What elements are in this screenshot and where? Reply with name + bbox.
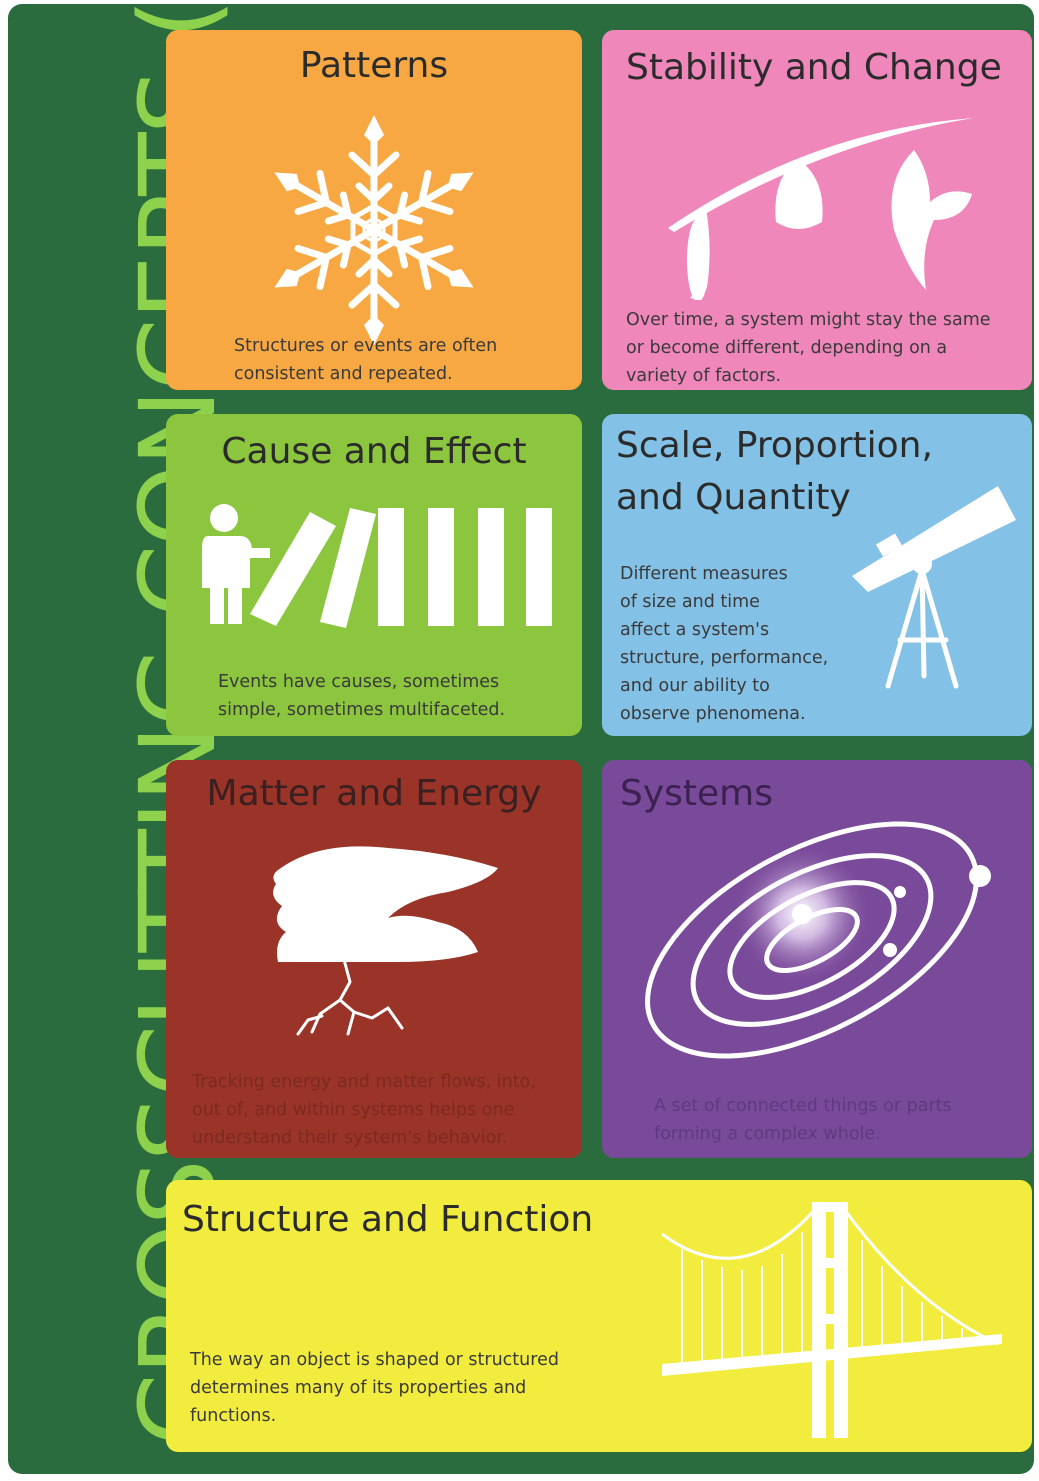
card-title: Structure and Function bbox=[182, 1199, 594, 1240]
snowflake-icon bbox=[274, 115, 474, 345]
description-line: determines many of its properties and bbox=[190, 1378, 527, 1398]
card-description: Events have causes, sometimes simple, so… bbox=[218, 668, 505, 724]
description-line: or become different, depending on a bbox=[626, 338, 948, 358]
description-line: A set of connected things or parts bbox=[654, 1096, 952, 1116]
card-title: Systems bbox=[620, 773, 773, 814]
description-line: and our ability to bbox=[620, 676, 770, 696]
card-matter-and-energy: Matter and Energy Tracking energy and ma… bbox=[166, 760, 582, 1158]
card-scale-proportion-quantity: Scale, Proportion, and Quantity Differen… bbox=[602, 414, 1032, 736]
description-line: affect a system's bbox=[620, 620, 770, 640]
card-title: Stability and Change bbox=[626, 47, 1002, 88]
card-description: Tracking energy and matter flows, into, … bbox=[192, 1068, 536, 1152]
card-title: and Quantity bbox=[616, 477, 851, 518]
card-description: A set of connected things or parts formi… bbox=[654, 1092, 952, 1148]
description-line: Different measures bbox=[620, 564, 788, 584]
card-title: Cause and Effect bbox=[221, 431, 527, 472]
dominoes-icon bbox=[202, 504, 552, 628]
storm-cloud-lightning-icon bbox=[273, 846, 498, 1036]
description-line: consistent and repeated. bbox=[234, 364, 453, 384]
telescope-icon bbox=[852, 486, 1016, 689]
card-description: Over time, a system might stay the same … bbox=[626, 306, 991, 390]
description-line: out of, and within systems helps one bbox=[192, 1100, 515, 1120]
butterfly-lifecycle-icon bbox=[668, 118, 974, 300]
description-line: The way an object is shaped or structure… bbox=[190, 1350, 559, 1370]
description-line: functions. bbox=[190, 1406, 277, 1426]
card-description: Different measures of size and time affe… bbox=[620, 560, 828, 728]
card-patterns: Patterns Structur bbox=[166, 30, 582, 390]
solar-system-icon bbox=[645, 821, 991, 1059]
description-line: variety of factors. bbox=[626, 366, 782, 386]
description-line: structure, performance, bbox=[620, 648, 829, 668]
description-line: simple, sometimes multifaceted. bbox=[218, 700, 506, 720]
card-systems: Systems A set of connected things or par… bbox=[602, 760, 1032, 1158]
description-line: forming a complex whole. bbox=[654, 1124, 881, 1144]
description-line: Events have causes, sometimes bbox=[218, 672, 500, 692]
card-title: Matter and Energy bbox=[206, 773, 542, 814]
card-title: Scale, Proportion, bbox=[616, 425, 933, 466]
suspension-bridge-icon bbox=[662, 1202, 1002, 1438]
description-line: Tracking energy and matter flows, into, bbox=[192, 1072, 536, 1092]
description-line: of size and time bbox=[620, 592, 760, 612]
card-description: The way an object is shaped or structure… bbox=[190, 1346, 559, 1430]
description-line: Over time, a system might stay the same bbox=[626, 310, 991, 330]
description-line: observe phenomena. bbox=[620, 704, 806, 724]
card-cause-and-effect: Cause and Effect Events have causes, som… bbox=[166, 414, 582, 736]
description-line: understand their system's behavior. bbox=[192, 1128, 508, 1148]
card-description: Structures or events are often consisten… bbox=[234, 332, 497, 388]
card-stability-and-change: Stability and Change Over time, a system… bbox=[602, 30, 1032, 390]
card-structure-and-function: Structure and Function bbox=[166, 1180, 1032, 1452]
description-line: Structures or events are often bbox=[234, 336, 498, 356]
card-title: Patterns bbox=[299, 45, 449, 86]
